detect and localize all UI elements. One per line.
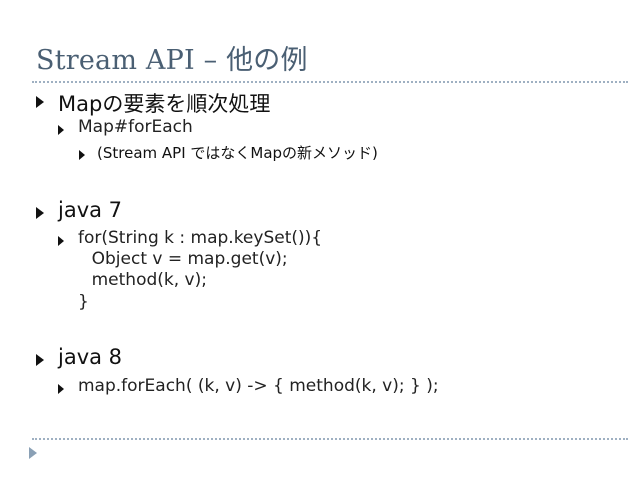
- code-line-1: for(String k : map.keySet()){: [78, 228, 323, 248]
- bullet-icon: [58, 384, 64, 394]
- bullet-icon: [36, 207, 44, 219]
- section-heading-java8: java 8: [58, 345, 123, 369]
- bullet-icon: [36, 96, 44, 108]
- bullet-icon: [58, 125, 64, 135]
- section-heading-java7: java 7: [58, 198, 123, 222]
- footer-bullet-icon: [29, 447, 37, 459]
- code-line-2: Object v = map.get(v);: [70, 249, 288, 269]
- title-divider: [32, 81, 628, 83]
- code-line-3: method(k, v);: [70, 270, 207, 290]
- subitem-map-foreach: Map#forEach: [78, 117, 193, 137]
- section-heading-map: Mapの要素を順次処理: [58, 92, 271, 116]
- bullet-icon: [36, 354, 44, 366]
- slide-title: Stream API – 他の例: [36, 45, 308, 76]
- bullet-icon: [58, 236, 64, 246]
- bullet-icon: [79, 150, 85, 160]
- code-line-4: }: [78, 292, 89, 312]
- subsubitem-note: (Stream API ではなくMapの新メソッド): [97, 144, 378, 162]
- footer-divider: [32, 438, 628, 440]
- code-java8-foreach: map.forEach( (k, v) -> { method(k, v); }…: [78, 376, 439, 396]
